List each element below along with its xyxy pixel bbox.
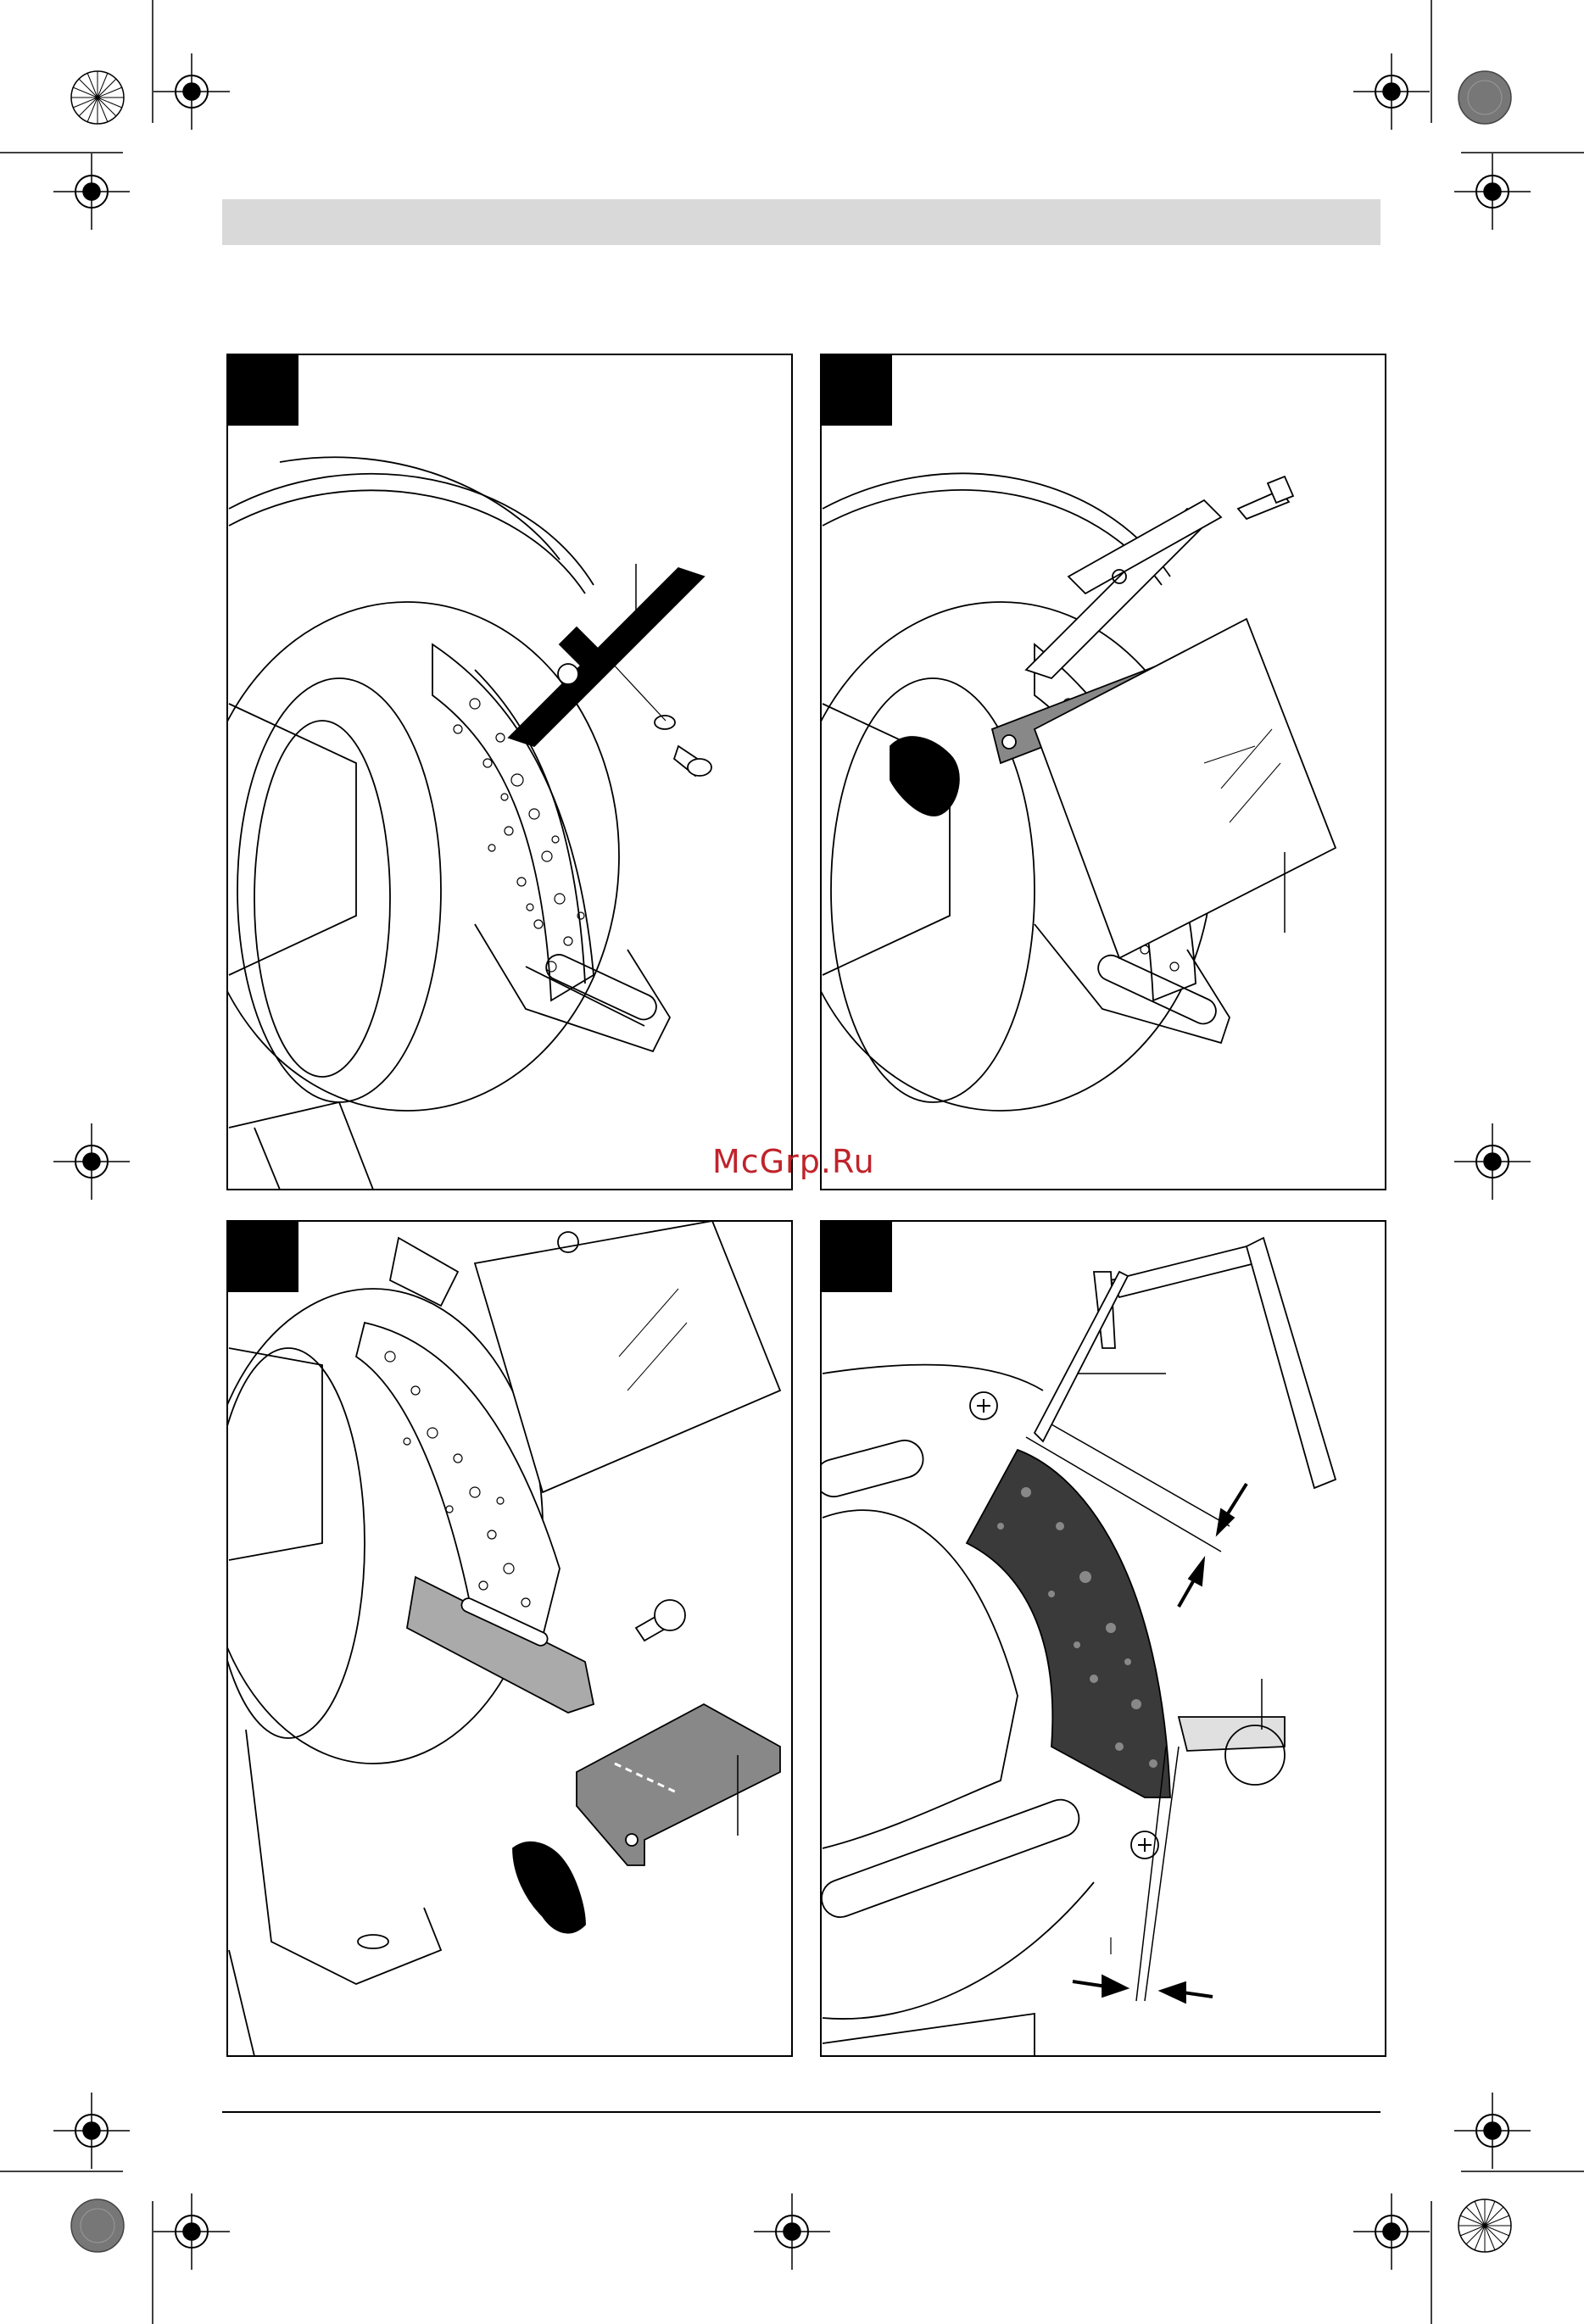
figure-panel-4 <box>812 1221 1386 2056</box>
figure-number-box-3 <box>227 1221 298 1292</box>
eye-shield <box>1035 619 1336 958</box>
tool-rest <box>577 1704 780 1865</box>
figure-panel-1 <box>195 354 792 1190</box>
watermark-text: McGrp.Ru <box>712 1143 875 1180</box>
figure-number-box-2 <box>821 354 892 426</box>
figure-panel-3 <box>204 1221 792 2056</box>
figure-number-box-4 <box>821 1221 892 1292</box>
grinding-wheel-dark <box>967 1450 1170 1797</box>
header-band <box>222 199 1380 245</box>
figure-number-box-1 <box>227 354 298 426</box>
figure-panel-2 <box>789 354 1386 1190</box>
